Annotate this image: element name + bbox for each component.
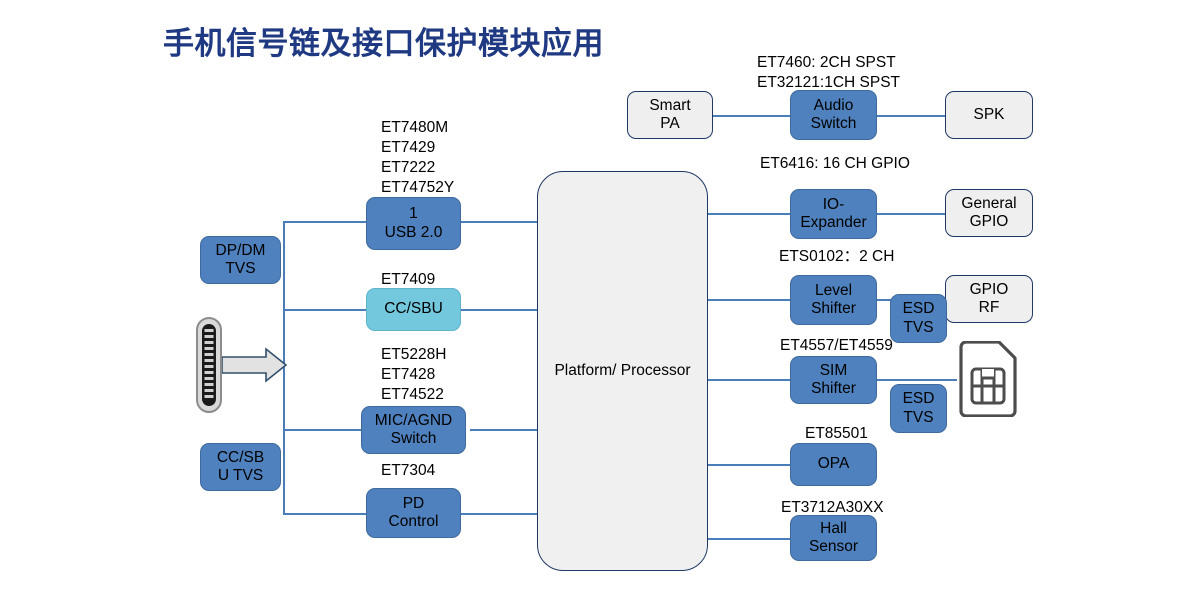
usb-box-line2: USB 2.0 bbox=[384, 223, 443, 241]
hall-sensor-part-label: ET3712A30XX bbox=[781, 499, 884, 516]
spk-box[interactable]: SPK bbox=[945, 91, 1033, 139]
sim-card-icon bbox=[957, 340, 1019, 418]
general-gpio-line2: GPIO bbox=[969, 213, 1009, 230]
line-simshifter-to-sim bbox=[875, 379, 957, 381]
ccsbu-part-label: ET7409 bbox=[381, 271, 436, 288]
line-ccsbu-to-platform bbox=[460, 309, 540, 311]
spk-line1: SPK bbox=[973, 105, 1005, 123]
sim-shifter-box[interactable]: SIM Shifter bbox=[790, 356, 877, 404]
opa-line1: OPA bbox=[817, 455, 850, 473]
level-shifter-box[interactable]: Level Shifter bbox=[790, 275, 877, 325]
pd-part-label: ET7304 bbox=[381, 462, 436, 479]
mic-box-line2: Switch bbox=[390, 430, 437, 447]
line-smartpa-to-audioswitch bbox=[713, 115, 796, 117]
platform-label-line2: Processor bbox=[620, 362, 691, 380]
platform-processor-block[interactable]: Platform/ Processor bbox=[537, 171, 708, 571]
line-platform-to-sim-shifter bbox=[703, 379, 796, 381]
gpio-rf-line1: GPIO bbox=[969, 280, 1009, 298]
left-branch-mic bbox=[283, 429, 371, 431]
esd-tvs-box-level[interactable]: ESD TVS bbox=[890, 294, 947, 343]
smart-pa-box[interactable]: Smart PA bbox=[627, 91, 713, 139]
line-pd-to-platform bbox=[460, 513, 540, 515]
gpio-part-label: ET6416: 16 CH GPIO bbox=[760, 155, 910, 172]
cc-sbu-tvs-box[interactable]: CC/SB U TVS bbox=[200, 443, 281, 491]
cc-sbu-tvs-line2: U TVS bbox=[217, 467, 264, 484]
line-usb-to-platform bbox=[460, 221, 540, 223]
usb-2-0-box[interactable]: 1 USB 2.0 bbox=[366, 197, 461, 250]
general-gpio-line1: General bbox=[961, 194, 1017, 212]
pd-box-line1: PD bbox=[402, 494, 425, 512]
io-expander-line1: IO- bbox=[822, 195, 845, 213]
usb-part-label: ET7480M ET7429 ET7222 ET74752Y bbox=[381, 119, 455, 197]
esd-tvs-level-line1: ESD bbox=[902, 300, 935, 318]
line-platform-to-hall-sensor bbox=[703, 538, 796, 540]
audio-switch-line2: Switch bbox=[810, 115, 857, 132]
line-platform-to-io-expander bbox=[703, 213, 796, 215]
line-ioexpander-to-generalgpio bbox=[875, 213, 946, 215]
usb-box-line1: 1 bbox=[409, 205, 418, 223]
esd-tvs-level-line2: TVS bbox=[903, 318, 934, 336]
dp-dm-tvs-line2: TVS bbox=[225, 260, 256, 277]
audio-part-label: ET7460: 2CH SPST ET32121:1CH SPST bbox=[757, 54, 901, 92]
pd-box-line2: Control bbox=[388, 513, 439, 530]
cc-sbu-box[interactable]: CC/SBU bbox=[366, 288, 461, 331]
level-shifter-line1: Level bbox=[814, 281, 853, 299]
sim-shifter-part-label: ET4557/ET4559 bbox=[780, 337, 893, 354]
opa-part-label: ET85501 bbox=[805, 425, 868, 442]
hall-sensor-line2: Sensor bbox=[808, 538, 859, 555]
left-branch-pd bbox=[283, 513, 371, 515]
dp-dm-tvs-box[interactable]: DP/DM TVS bbox=[200, 236, 281, 284]
hall-sensor-line1: Hall bbox=[820, 519, 847, 537]
line-audioswitch-to-spk bbox=[875, 115, 946, 117]
hall-sensor-box[interactable]: Hall Sensor bbox=[790, 515, 877, 561]
level-shifter-part-label: ETS0102：2 CH bbox=[779, 248, 895, 265]
cc-sbu-tvs-line1: CC/SB bbox=[216, 448, 265, 466]
left-branch-ccsbu bbox=[283, 309, 371, 311]
gpio-rf-box[interactable]: GPIO RF bbox=[945, 275, 1033, 323]
left-branch-usb bbox=[283, 221, 371, 223]
io-expander-line2: Expander bbox=[800, 214, 867, 231]
mic-box-line1: MIC/AGND bbox=[374, 411, 453, 429]
esd-tvs-sim-line1: ESD bbox=[902, 390, 935, 408]
mic-agnd-switch-box[interactable]: MIC/AGND Switch bbox=[361, 406, 466, 454]
level-shifter-line2: Shifter bbox=[811, 300, 856, 317]
smart-pa-line1: Smart bbox=[649, 96, 691, 114]
page-title: 手机信号链及接口保护模块应用 bbox=[163, 26, 604, 61]
esd-tvs-box-sim[interactable]: ESD TVS bbox=[890, 384, 947, 433]
pd-control-box[interactable]: PD Control bbox=[366, 488, 461, 538]
general-gpio-box[interactable]: General GPIO bbox=[945, 189, 1033, 237]
cc-sbu-box-line1: CC/SBU bbox=[384, 300, 443, 318]
platform-label-line1: Platform/ bbox=[554, 362, 617, 380]
smart-pa-line2: PA bbox=[660, 115, 680, 132]
opa-box[interactable]: OPA bbox=[790, 443, 877, 486]
usb-c-connector-icon bbox=[196, 317, 222, 413]
audio-switch-box[interactable]: Audio Switch bbox=[790, 90, 877, 140]
dp-dm-tvs-line1: DP/DM bbox=[215, 241, 266, 259]
line-platform-to-opa bbox=[703, 464, 796, 466]
gpio-rf-line2: RF bbox=[978, 299, 1000, 316]
audio-switch-line1: Audio bbox=[813, 96, 854, 114]
line-mic-to-platform bbox=[470, 429, 540, 431]
esd-tvs-sim-line2: TVS bbox=[903, 408, 934, 426]
sim-shifter-line1: SIM bbox=[819, 361, 848, 379]
mic-part-label: ET5228H ET7428 ET74522 bbox=[381, 346, 447, 404]
right-arrow-icon bbox=[221, 347, 288, 383]
io-expander-box[interactable]: IO- Expander bbox=[790, 189, 877, 239]
line-platform-to-level-shifter bbox=[703, 299, 796, 301]
sim-shifter-line2: Shifter bbox=[811, 380, 856, 397]
